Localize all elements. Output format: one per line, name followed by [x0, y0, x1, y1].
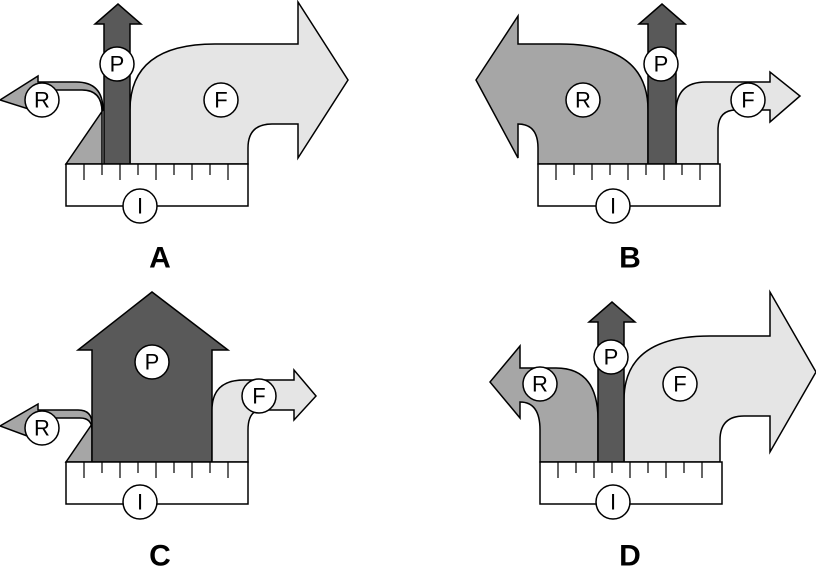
panel-b: R P F I B	[475, 3, 802, 275]
svg-text:P: P	[654, 52, 669, 77]
r-arrow	[475, 13, 649, 165]
p-label: P	[99, 46, 135, 82]
svg-text:R: R	[34, 416, 50, 441]
panel-d: R P F I D	[489, 289, 816, 573]
r-arrow	[489, 343, 599, 463]
f-label: F	[203, 82, 239, 118]
svg-text:P: P	[110, 52, 125, 77]
svg-text:F: F	[214, 88, 227, 113]
ruler-ticks	[557, 462, 703, 478]
f-arrow	[675, 70, 802, 165]
p-arrow	[586, 301, 638, 463]
f-arrow	[623, 289, 816, 463]
svg-text:R: R	[34, 88, 50, 113]
panel-label-a: A	[149, 242, 171, 275]
i-label: I	[122, 484, 158, 520]
svg-text:P: P	[604, 345, 619, 370]
i-label: I	[595, 188, 631, 224]
ruler	[539, 461, 723, 505]
svg-text:I: I	[610, 194, 616, 219]
svg-text:P: P	[145, 350, 160, 375]
f-label: F	[662, 366, 698, 402]
p-arrow	[92, 3, 144, 165]
r-label: R	[24, 410, 60, 446]
svg-text:I: I	[137, 194, 143, 219]
p-label: P	[643, 46, 679, 82]
svg-text:F: F	[252, 384, 265, 409]
ruler-ticks	[555, 164, 701, 180]
svg-text:F: F	[673, 372, 686, 397]
panel-a: R P F I A	[0, 0, 349, 275]
svg-text:R: R	[532, 372, 548, 397]
svg-text:R: R	[575, 88, 591, 113]
p-label: P	[593, 339, 629, 375]
svg-text:I: I	[610, 490, 616, 515]
p-label: P	[134, 344, 170, 380]
r-arrow	[0, 402, 93, 463]
panel-c: R P F I C	[0, 291, 317, 573]
r-label: R	[522, 366, 558, 402]
r-label: R	[565, 82, 601, 118]
ruler-ticks	[83, 164, 229, 180]
panel-label-c: C	[149, 540, 171, 573]
f-arrow	[129, 0, 349, 165]
i-label: I	[122, 188, 158, 224]
f-label: F	[241, 378, 277, 414]
panel-label-d: D	[619, 540, 641, 573]
panel-label-b: B	[619, 242, 641, 275]
ruler	[65, 163, 249, 207]
svg-text:I: I	[137, 490, 143, 515]
svg-text:F: F	[741, 88, 754, 113]
f-label: F	[730, 82, 766, 118]
i-label: I	[595, 484, 631, 520]
r-label: R	[24, 82, 60, 118]
f-arrow	[211, 367, 317, 463]
ruler-ticks	[83, 462, 229, 478]
p-arrow	[636, 3, 688, 165]
